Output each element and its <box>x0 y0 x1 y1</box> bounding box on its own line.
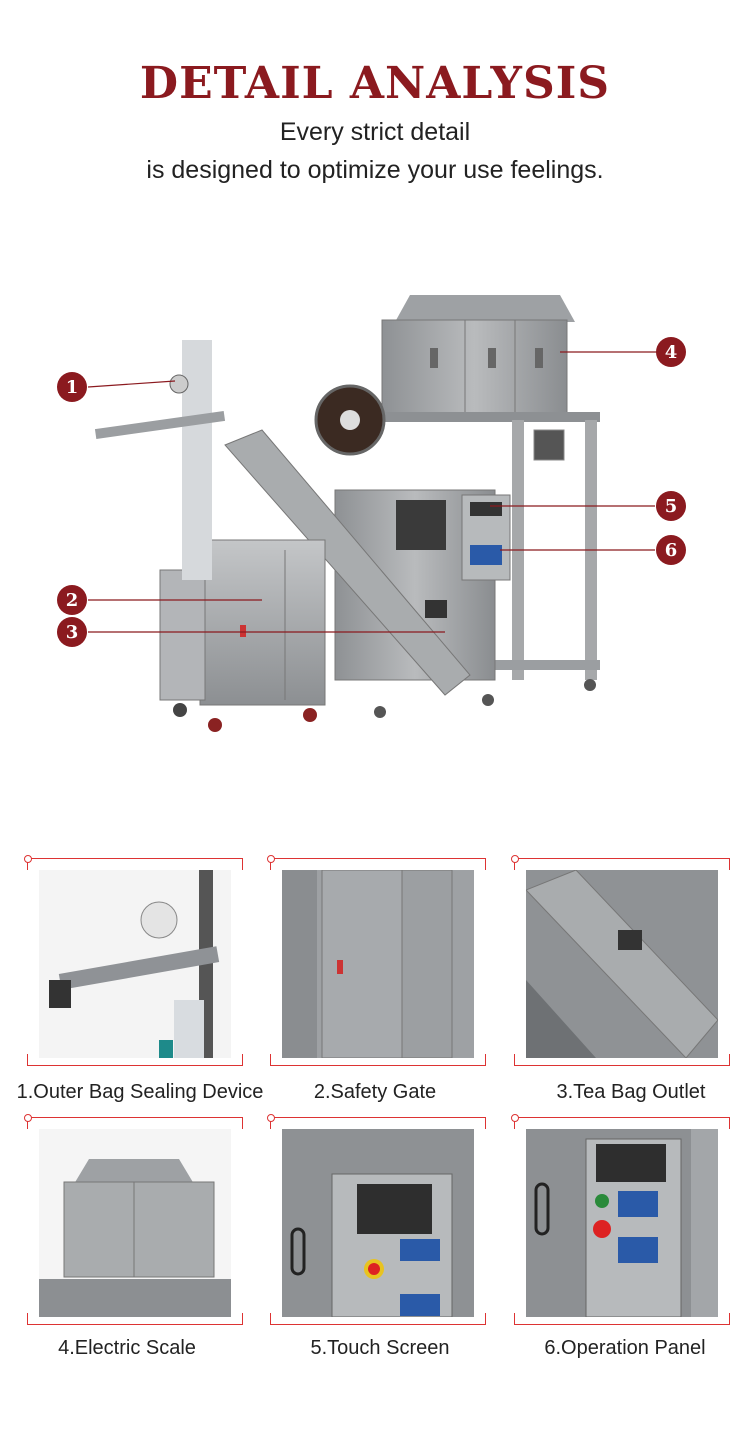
subtitle-line-2: is designed to optimize your use feeling… <box>146 156 604 184</box>
detail-tile-3 <box>511 855 730 1066</box>
detail-tile-4 <box>24 1114 243 1325</box>
svg-text:3: 3 <box>66 622 79 643</box>
detail-tile-2 <box>267 855 486 1066</box>
detail-tile-6 <box>511 1114 730 1325</box>
electric-scale-box <box>380 295 600 422</box>
svg-text:4: 4 <box>665 342 678 363</box>
svg-text:2: 2 <box>66 590 79 611</box>
callout-badge-6: 6 <box>656 535 686 565</box>
svg-text:6: 6 <box>665 540 678 561</box>
callout-badge-1: 1 <box>57 372 87 402</box>
detail-caption-5: 5.Touch Screen <box>310 1337 450 1359</box>
operation-panel-photo <box>526 1129 718 1317</box>
page-title: DETAIL ANALYSIS <box>139 58 611 109</box>
left-cabinet <box>94 340 326 732</box>
machine-illustration: 1 2 3 4 5 6 <box>57 295 686 732</box>
outer-bag-sealing-photo <box>39 870 231 1058</box>
detail-tile-1 <box>24 855 243 1066</box>
callout-badge-3: 3 <box>57 617 87 647</box>
detail-caption-4: 4.Electric Scale <box>58 1337 196 1359</box>
detail-tile-5 <box>267 1114 486 1325</box>
svg-text:1: 1 <box>66 377 79 398</box>
detail-caption-6: 6.Operation Panel <box>544 1337 706 1359</box>
detail-caption-2: 2.Safety Gate <box>313 1081 437 1103</box>
electric-scale-photo <box>39 1129 231 1317</box>
touch-screen-photo <box>282 1129 474 1317</box>
detail-caption-3: 3.Tea Bag Outlet <box>556 1081 706 1103</box>
callout-badge-5: 5 <box>656 491 686 521</box>
detail-caption-1: 1.Outer Bag Sealing Device <box>16 1081 264 1103</box>
subtitle-line-1: Every strict detail <box>279 118 471 146</box>
callout-badge-2: 2 <box>57 585 87 615</box>
svg-text:5: 5 <box>665 496 678 517</box>
conveyor <box>224 429 471 696</box>
tea-bag-outlet-photo <box>526 870 718 1058</box>
safety-gate-photo <box>282 870 474 1058</box>
callout-badge-4: 4 <box>656 337 686 367</box>
